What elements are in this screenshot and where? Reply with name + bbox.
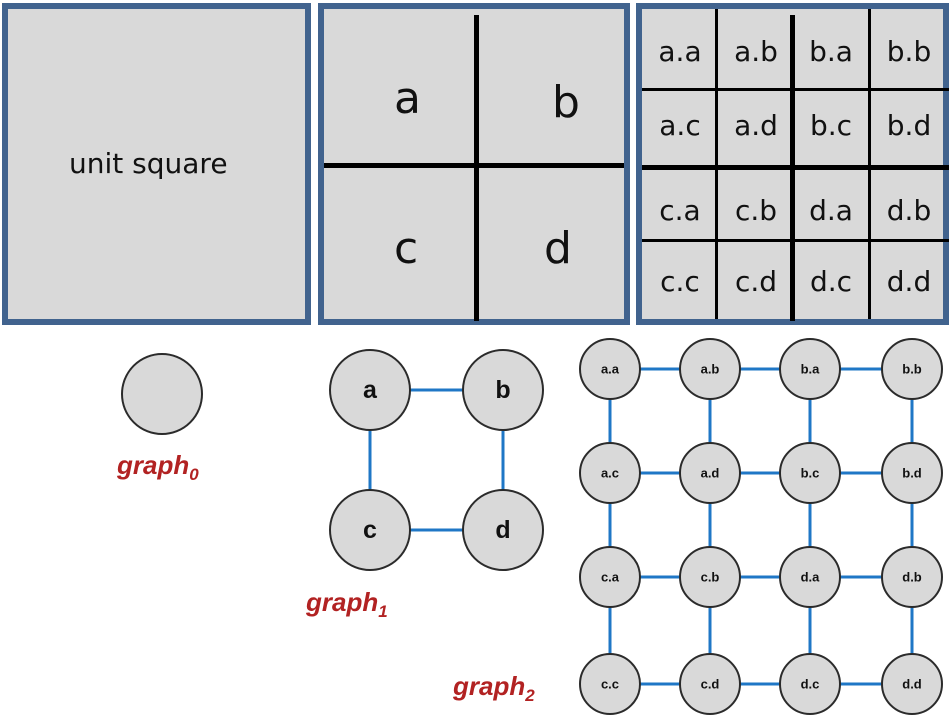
graph2-node-c-c: [579, 653, 641, 715]
level1-cell-b: b: [552, 77, 580, 128]
graph2-node-d-d: [881, 653, 943, 715]
graph2-node-d-b-label: d.b: [902, 570, 922, 585]
graph2-node-b-a: [779, 338, 841, 400]
graph2-node-a-a-label: a.a: [601, 362, 620, 377]
level2-cell-b-b: b.b: [886, 35, 932, 68]
graph1-label: graph1: [306, 587, 388, 621]
graph2-node-a-c: [579, 442, 641, 504]
level2-cell-b-c: b.c: [809, 109, 853, 142]
level2-square-panel: a.a a.b b.a b.b a.c a.d b.c b.d c.a c.b d.a d.b c.c c…: [636, 3, 949, 325]
level2-cell-d-b: d.b: [886, 194, 932, 227]
level1-horizontal-divider: [324, 163, 624, 168]
level2-cell-a-a: a.a: [658, 35, 702, 68]
graph2-node-c-a-label: c.a: [601, 570, 620, 585]
level2-cell-a-c: a.c: [659, 109, 701, 142]
level2-cell-b-d: b.d: [886, 109, 932, 142]
unit-square-label: unit square: [69, 147, 228, 180]
graph0-node: [121, 353, 203, 435]
graph2-node-b-c: [779, 442, 841, 504]
level2-cell-d-c: d.c: [809, 265, 853, 298]
graph2-node-b-a-label: b.a: [801, 362, 821, 377]
level2-cell-d-a: d.a: [809, 194, 853, 227]
graph2-node-c-d: [679, 653, 741, 715]
graph1-node-b-label: b: [495, 376, 510, 404]
level2-minor-horizontal-divider-top: [642, 88, 949, 91]
graph2-node-a-d-label: a.d: [701, 466, 720, 481]
level2-cell-a-b: a.b: [734, 35, 778, 68]
level2-minor-horizontal-divider-bottom: [642, 239, 949, 242]
graph0-label: graph0: [117, 450, 199, 484]
graph1-node-c: [329, 489, 411, 571]
graph2-node-d-c: [779, 653, 841, 715]
graph2-node-b-d-label: b.d: [902, 466, 922, 481]
level2-major-horizontal-divider: [642, 165, 949, 170]
unit-square-panel: unit square: [2, 3, 311, 325]
graph2-node-a-b: [679, 338, 741, 400]
graph2-node-a-b-label: a.b: [701, 362, 720, 377]
level2-cell-c-a: c.a: [659, 194, 701, 227]
level1-cell-c: c: [394, 223, 419, 274]
graph1-node-a-label: a: [363, 376, 378, 404]
level2-cell-a-d: a.d: [734, 109, 778, 142]
level1-vertical-divider: [474, 15, 479, 321]
graph2-label: graph2: [453, 671, 535, 705]
level2-cell-d-d: d.d: [886, 265, 932, 298]
level1-cell-d: d: [544, 223, 572, 274]
graph2-node-c-d-label: c.d: [701, 677, 720, 692]
graph2-node-a-d: [679, 442, 741, 504]
graph2-node-b-c-label: b.c: [801, 466, 820, 481]
graph2-node-b-b-label: b.b: [902, 362, 922, 377]
graph2-node-a-c-label: a.c: [601, 466, 619, 481]
level2-minor-vertical-divider-left: [715, 9, 718, 319]
level2-cell-b-a: b.a: [809, 35, 853, 68]
level2-cell-c-b: c.b: [734, 194, 778, 227]
graph2-node-b-b: [881, 338, 943, 400]
graph2-node-a-a: [579, 338, 641, 400]
graph1-node-d-label: d: [495, 516, 510, 544]
level1-cell-a: a: [394, 73, 421, 124]
graph2-node-d-a: [779, 546, 841, 608]
graph2-node-d-a-label: d.a: [801, 570, 821, 585]
graph1-node-d: [462, 489, 544, 571]
graph1-node-a: [329, 349, 411, 431]
graph1-node-c-label: c: [363, 516, 377, 544]
graph2-node-b-d: [881, 442, 943, 504]
level2-minor-vertical-divider-right: [868, 9, 871, 319]
graph2-node-c-a: [579, 546, 641, 608]
graph2-node-d-c-label: d.c: [801, 677, 820, 692]
level1-square-panel: a b c d: [318, 3, 630, 325]
graph2-node-d-d-label: d.d: [902, 677, 922, 692]
level2-cell-c-c: c.c: [660, 265, 700, 298]
level2-cell-c-d: c.d: [734, 265, 778, 298]
graph2-node-c-c-label: c.c: [601, 677, 619, 692]
graph1-node-b: [462, 349, 544, 431]
graph2-node-d-b: [881, 546, 943, 608]
graph2-node-c-b: [679, 546, 741, 608]
graph2-node-c-b-label: c.b: [701, 570, 720, 585]
